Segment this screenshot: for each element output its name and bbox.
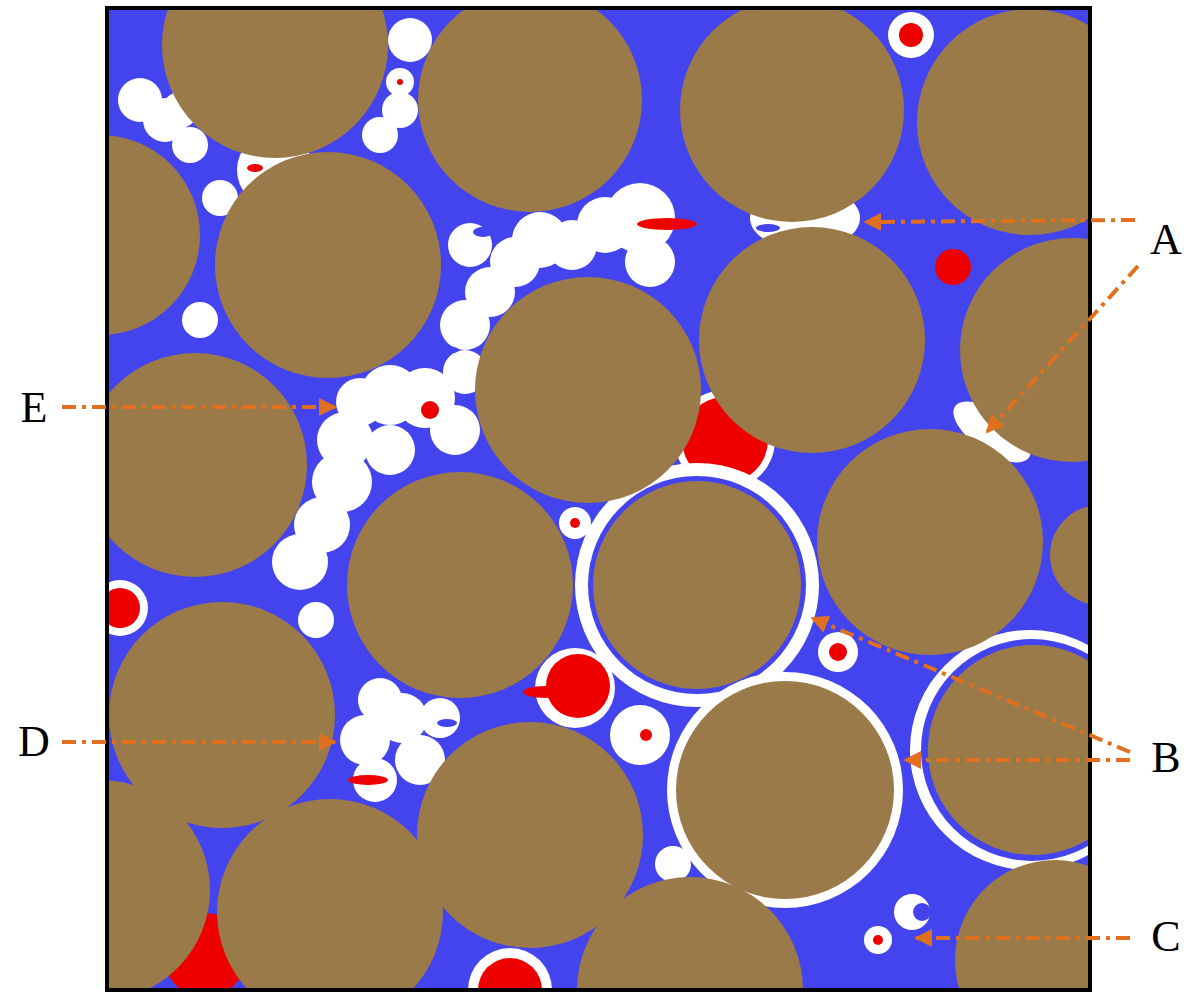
water-notch xyxy=(431,346,459,354)
air-bubble xyxy=(610,705,670,765)
water-notch xyxy=(756,224,780,232)
air-bubble xyxy=(386,68,414,96)
callout-letter: C xyxy=(1151,915,1180,959)
napl-drop xyxy=(640,729,652,741)
soil-grains xyxy=(107,8,1090,990)
callout-letter: E xyxy=(21,386,48,430)
napl-drop xyxy=(421,401,439,419)
napl-drop xyxy=(899,23,923,47)
napl-drop xyxy=(546,654,610,718)
air-bubble xyxy=(298,602,334,638)
napl-drop xyxy=(935,249,971,285)
napl-drop xyxy=(873,935,883,945)
water-notch xyxy=(913,903,931,921)
frame xyxy=(107,8,1090,990)
soil-grain xyxy=(676,681,894,899)
air-bubble xyxy=(107,580,148,636)
leader-arrow xyxy=(987,266,1138,432)
leader-arrow xyxy=(905,758,1130,762)
soil-grain xyxy=(577,877,803,990)
air-bubble xyxy=(388,18,432,62)
napl-film xyxy=(348,775,388,785)
air-bubble xyxy=(182,302,218,338)
air-bubble xyxy=(468,948,552,990)
soil-grain xyxy=(107,353,307,577)
napl-film xyxy=(637,218,697,230)
air-bubble xyxy=(864,926,892,954)
napl-drop xyxy=(570,518,580,528)
soil-grain xyxy=(107,135,200,335)
soil-grain xyxy=(917,9,1090,235)
napl-drop xyxy=(107,588,140,628)
soil-grain xyxy=(347,472,573,698)
air-bubble xyxy=(448,223,492,267)
leader-arrow xyxy=(62,740,335,744)
leader-arrow xyxy=(916,936,1130,940)
soil-grain xyxy=(475,277,701,503)
air-bubble xyxy=(818,632,858,672)
soil-grain xyxy=(162,8,388,158)
air-bubble xyxy=(172,127,208,163)
water-film-ring xyxy=(588,476,806,694)
air-bubble xyxy=(888,12,934,58)
soil-grain xyxy=(699,227,925,453)
soil-grain xyxy=(1050,505,1090,605)
pore-space xyxy=(107,8,1090,990)
callout-letter: D xyxy=(18,720,50,764)
napl-drop xyxy=(397,79,403,85)
callout-arrows xyxy=(62,220,1138,938)
leader-arrow xyxy=(62,405,335,409)
water-notch xyxy=(437,719,457,727)
air-bubble xyxy=(894,894,930,930)
napl-drop xyxy=(247,164,263,172)
soil-grain xyxy=(418,8,642,212)
soil-grain xyxy=(215,152,441,378)
air-film-ring xyxy=(667,672,903,908)
soil-grain xyxy=(593,481,801,689)
air-bubble xyxy=(365,425,415,475)
air-bubble xyxy=(420,698,460,738)
soil-grain xyxy=(107,780,210,990)
leader-arrow xyxy=(812,618,1130,752)
callout-letter: B xyxy=(1151,736,1180,780)
soil-grain xyxy=(217,799,443,990)
napl-drop xyxy=(478,958,542,990)
water-notch xyxy=(473,227,493,237)
leader-arrow xyxy=(865,220,1135,222)
air-film-ring xyxy=(910,630,1090,870)
callout-letter: A xyxy=(1150,218,1182,262)
water-notch xyxy=(124,50,156,60)
soil-grain xyxy=(955,860,1090,990)
soil-grain xyxy=(680,8,904,222)
napl-drop xyxy=(829,643,847,661)
water-film-ring xyxy=(921,639,1090,861)
air-bubble xyxy=(362,117,398,153)
soil-grain xyxy=(960,238,1090,462)
soil-grain xyxy=(817,429,1043,655)
air-bubble xyxy=(625,237,675,287)
napl-film xyxy=(523,686,567,698)
